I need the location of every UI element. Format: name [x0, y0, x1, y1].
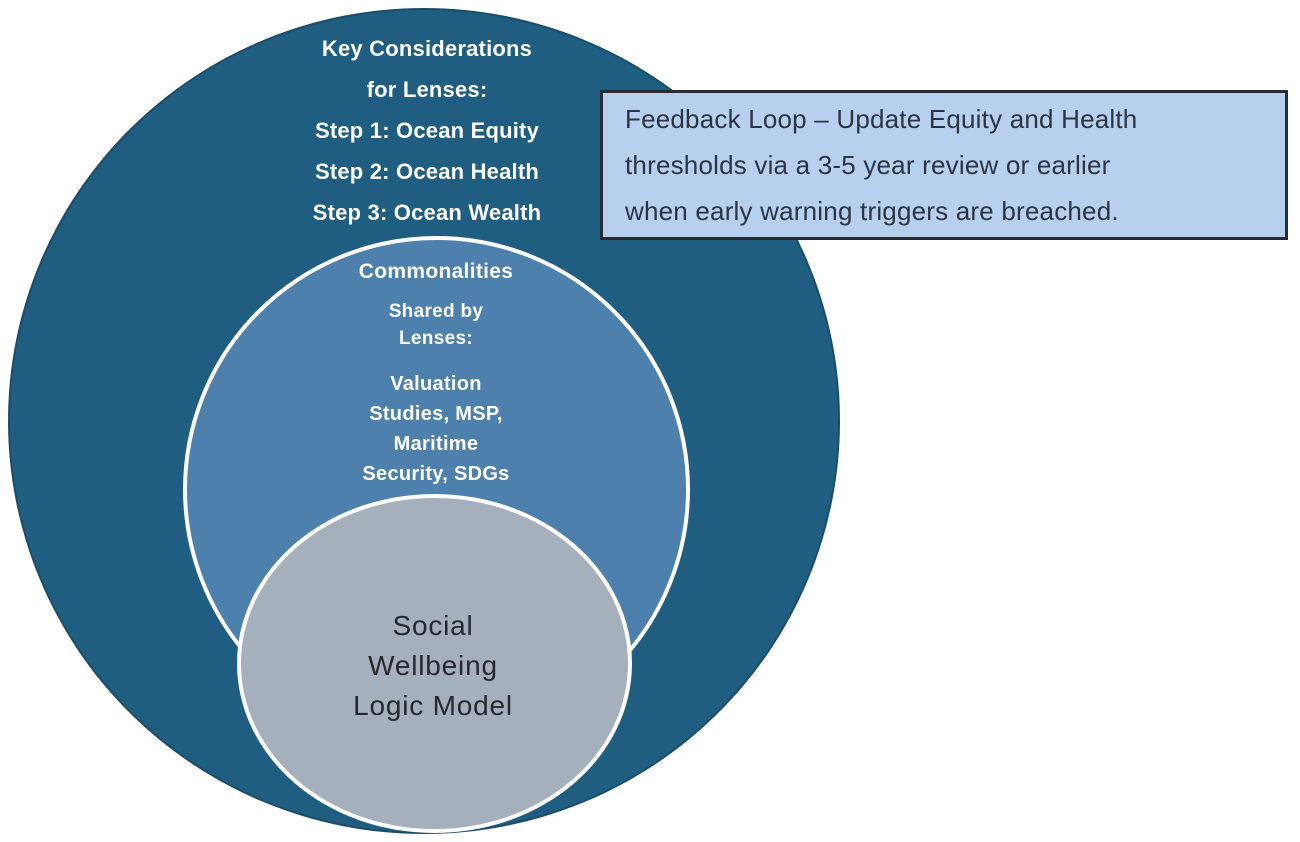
outer-circle-text-line: Step 1: Ocean Equity — [314, 118, 540, 143]
outer-circle-text-line: Key Considerations — [321, 36, 533, 61]
feedback-loop-callout: Feedback Loop – Update Equity and Health… — [600, 90, 1288, 240]
middle-circle-label: Commonalities Shared by Lenses: Valuatio… — [256, 260, 616, 489]
middle-circle-title: Commonalities — [358, 260, 514, 283]
outer-circle-text-line: for Lenses: — [366, 77, 488, 102]
outer-circle-text-line: Step 2: Ocean Health — [314, 159, 540, 184]
feedback-loop-text: Feedback Loop – Update Equity and Health… — [625, 104, 1138, 226]
middle-circle-body: Valuation Studies, MSP, Maritime Securit… — [362, 373, 510, 485]
inner-circle-social-wellbeing — [237, 494, 632, 833]
outer-circle-label: Key Considerations for Lenses: Step 1: O… — [217, 36, 637, 241]
middle-circle-subtitle: Shared by Lenses: — [388, 301, 484, 349]
inner-circle-label: Social Wellbeing Logic Model — [353, 610, 513, 721]
outer-circle-text-line: Step 3: Ocean Wealth — [312, 200, 542, 225]
